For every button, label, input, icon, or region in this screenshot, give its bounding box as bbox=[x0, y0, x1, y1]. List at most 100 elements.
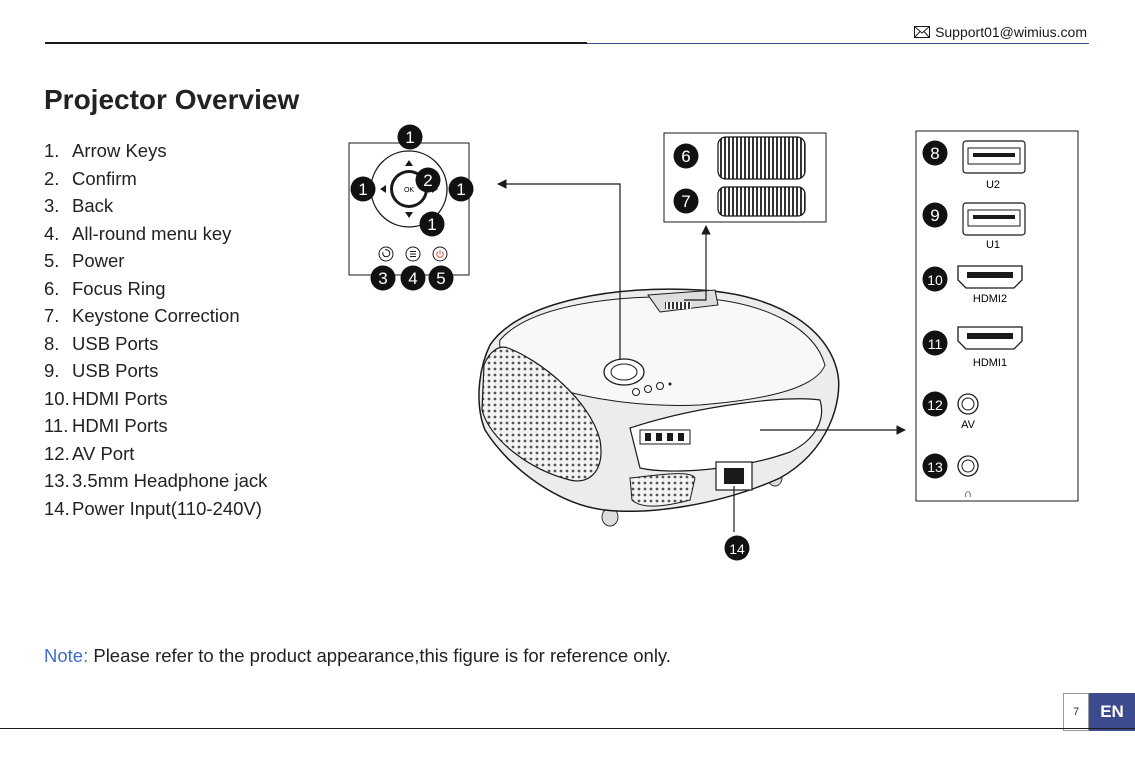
port-label-av: AV bbox=[961, 419, 976, 431]
menu-icon bbox=[410, 251, 416, 257]
callout-number: 1 bbox=[358, 180, 367, 199]
overview-item-number: 12. bbox=[44, 442, 70, 464]
overview-item-label: Power Input(110-240V) bbox=[72, 497, 262, 519]
keystone-wheel bbox=[717, 186, 806, 217]
overview-item: 10.HDMI Ports bbox=[44, 387, 267, 415]
overview-item: 5. Power bbox=[44, 249, 267, 277]
projector-illustration bbox=[478, 288, 840, 527]
callout-number: 1 bbox=[405, 128, 414, 147]
support-contact[interactable]: Support01@wimius.com bbox=[914, 24, 1087, 40]
ok-label: OK bbox=[404, 187, 414, 194]
overview-item-number: 13. bbox=[44, 470, 70, 491]
overview-item: 12.AV Port bbox=[44, 442, 267, 470]
focus-ring bbox=[717, 136, 806, 180]
rear-panel bbox=[629, 398, 823, 472]
overview-item-label: Keystone Correction bbox=[72, 305, 240, 326]
speaker-grille-left bbox=[481, 346, 602, 482]
overview-item: 13.3.5mm Headphone jack bbox=[44, 469, 267, 497]
overview-item-number: 3. bbox=[44, 195, 60, 216]
overview-item: 14.Power Input(110-240V) bbox=[44, 497, 267, 525]
overview-item-label: HDMI Ports bbox=[72, 415, 168, 436]
callout-badge: 3 bbox=[370, 265, 396, 291]
callout-number: 12 bbox=[927, 397, 943, 413]
header-rule bbox=[45, 42, 587, 44]
port-label-headphone: ∩ bbox=[964, 488, 972, 500]
overview-item-number: 5. bbox=[44, 250, 60, 271]
overview-item: 4. All-round menu key bbox=[44, 222, 267, 250]
callout-number: 1 bbox=[427, 215, 436, 234]
overview-item-number: 10. bbox=[44, 387, 70, 409]
page-number: 7 bbox=[1063, 693, 1089, 731]
callout-badge: 4 bbox=[400, 265, 426, 291]
overview-item-number: 14. bbox=[44, 497, 70, 519]
overview-item-label: Back bbox=[72, 195, 114, 216]
callout-badge: 11 bbox=[922, 330, 948, 356]
back-icon bbox=[382, 249, 391, 258]
port-label-u1: U1 bbox=[986, 239, 1000, 251]
speaker-grille-rear bbox=[629, 473, 696, 507]
note-text: Please refer to the product appearance,t… bbox=[93, 645, 671, 666]
overview-item-number: 6. bbox=[44, 277, 60, 299]
callout-number: 6 bbox=[681, 147, 690, 166]
callout-badge: 1 bbox=[419, 211, 445, 237]
overview-item-label: All-round menu key bbox=[72, 222, 232, 244]
callout-number: 1 bbox=[456, 180, 465, 199]
overview-item: 7. Keystone Correction bbox=[44, 304, 267, 332]
overview-item-label: Confirm bbox=[72, 167, 137, 189]
overview-item-label: 3.5mm Headphone jack bbox=[72, 470, 268, 491]
overview-item-label: USB Ports bbox=[72, 332, 159, 354]
callout-badge: 5 bbox=[428, 265, 454, 291]
port-label-hdmi2: HDMI2 bbox=[973, 293, 1007, 305]
overview-item-number: 4. bbox=[44, 222, 60, 244]
callout-badge: 1 bbox=[448, 176, 474, 202]
callout-number: 10 bbox=[927, 272, 943, 288]
overview-item-label: USB Ports bbox=[72, 360, 159, 381]
overview-item-number: 11. bbox=[44, 415, 69, 436]
overview-item: 3. Back bbox=[44, 194, 267, 222]
ports-inset: U2 U1 HDMI2 HDMI1 AV ∩ bbox=[915, 130, 1079, 502]
page-title: Projector Overview bbox=[44, 84, 300, 115]
overview-item-label: HDMI Ports bbox=[72, 387, 168, 409]
overview-item-number: 2. bbox=[44, 167, 60, 189]
overview-item: 6.Focus Ring bbox=[44, 277, 267, 305]
callout-number: 9 bbox=[930, 206, 939, 225]
overview-item-number: 7. bbox=[44, 305, 60, 326]
callout-number: 5 bbox=[436, 269, 445, 288]
overview-item-label: Power bbox=[72, 250, 125, 271]
overview-item-number: 8. bbox=[44, 332, 60, 354]
callout-badge: 6 bbox=[673, 143, 699, 169]
leader-lines bbox=[497, 179, 906, 532]
callout-number: 2 bbox=[423, 171, 432, 190]
callout-badge: 2 bbox=[415, 167, 441, 193]
overview-item: 9. USB Ports bbox=[44, 359, 267, 387]
overview-item-label: Arrow Keys bbox=[72, 140, 167, 161]
overview-item-label: AV Port bbox=[72, 442, 135, 464]
arrow-left-icon bbox=[380, 185, 386, 193]
note: Note: Please refer to the product appear… bbox=[44, 645, 671, 667]
callout-badge: 14 bbox=[724, 535, 750, 561]
callout-badge: 1 bbox=[397, 124, 423, 150]
power-icon bbox=[436, 250, 444, 258]
note-label: Note: bbox=[44, 645, 89, 666]
footer-rule bbox=[0, 728, 1135, 729]
arrow-down-icon bbox=[405, 212, 413, 218]
callout-number: 11 bbox=[928, 336, 943, 352]
callout-badge: 12 bbox=[922, 391, 948, 417]
language-tab[interactable]: EN bbox=[1089, 693, 1135, 731]
back-button bbox=[378, 246, 394, 262]
header-rule-accent bbox=[587, 43, 1089, 44]
callout-badge: 13 bbox=[922, 453, 948, 479]
port-label-hdmi1: HDMI1 bbox=[973, 357, 1007, 369]
callout-number: 8 bbox=[930, 144, 939, 163]
overview-item-number: 9. bbox=[44, 360, 60, 381]
callout-badge: 7 bbox=[673, 188, 699, 214]
support-email[interactable]: Support01@wimius.com bbox=[935, 24, 1087, 40]
callout-number: 13 bbox=[927, 459, 943, 475]
callout-number: 4 bbox=[408, 269, 417, 288]
overview-item: 8. USB Ports bbox=[44, 332, 267, 360]
callout-number: 7 bbox=[681, 192, 690, 211]
callout-badge: 10 bbox=[922, 266, 948, 292]
